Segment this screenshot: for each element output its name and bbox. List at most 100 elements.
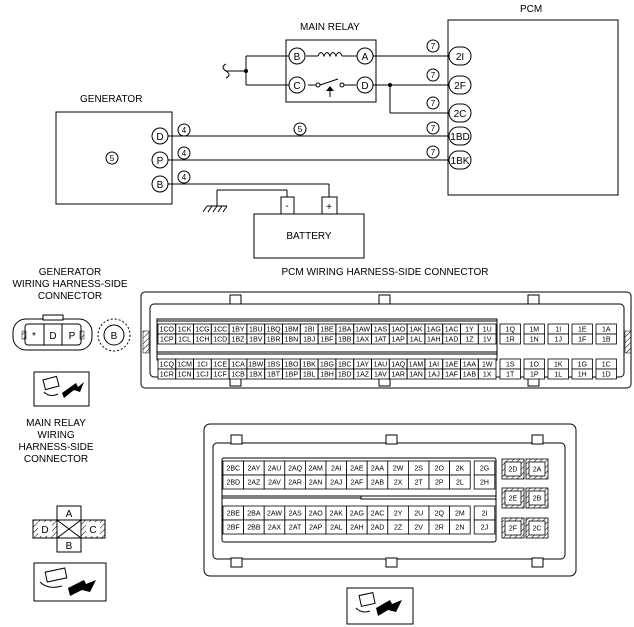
pin-1o: 1O (530, 362, 540, 369)
svg-text:7: 7 (431, 42, 436, 51)
pcm-terminal-2i: 2I (448, 46, 472, 66)
relay-conn-pin-d: D (41, 525, 48, 536)
pin-2o: 2O (435, 466, 445, 473)
generator-wires (168, 135, 449, 213)
svg-text:2F: 2F (454, 81, 466, 92)
pin-1bq: 1BQ (267, 327, 282, 334)
pin-1bw: 1BW (248, 362, 264, 369)
svg-text:4: 4 (182, 149, 187, 158)
pin-1f: 1F (578, 337, 586, 344)
pin-2i: 2I (482, 511, 488, 518)
pin-1bm: 1BM (284, 327, 299, 334)
pin-2u: 2U (414, 511, 423, 518)
pin-2b: 2B (533, 496, 542, 503)
pin-1ao: 1AO (391, 327, 406, 334)
pin-1ae: 1AE (445, 362, 459, 369)
pin-1bc: 1BC (338, 362, 352, 369)
pin-1d: 1D (602, 372, 611, 379)
pin-2f: 2F (509, 526, 517, 533)
pcm-label: PCM (520, 4, 542, 15)
pin-1bx: 1BX (249, 372, 263, 379)
svg-text:P: P (157, 156, 164, 167)
pin-1bf: 1BF (321, 337, 334, 344)
battery-neg-terminal (280, 196, 295, 215)
pin-1v: 1V (483, 337, 492, 344)
pin-1cp: 1CP (160, 337, 174, 344)
relay-terminal-a: A (356, 47, 374, 65)
pin-2n: 2N (455, 525, 464, 532)
pin-1c: 1C (602, 362, 611, 369)
pin-2d: 2D (509, 467, 518, 474)
svg-text:B: B (294, 52, 301, 63)
pin-1cc: 1CC (213, 327, 227, 334)
pin-2k: 2K (456, 466, 465, 473)
pin-1aj: 1AJ (428, 372, 440, 379)
pin-2bc: 2BC (226, 466, 240, 473)
pcm-terminal-2f: 2F (448, 75, 472, 95)
generator-circle-5: 5 (105, 151, 119, 165)
pin-2c: 2C (533, 526, 542, 533)
pcm-conn-view-icon (346, 587, 414, 625)
gen-conn-pin-asterisk: * (32, 331, 36, 342)
pin-1az: 1AZ (356, 372, 370, 379)
pin-1ai: 1AI (429, 362, 440, 369)
pin-1ba: 1BA (338, 327, 352, 334)
gen-terminal-p: P (151, 151, 169, 169)
pin-1ca: 1CA (231, 362, 245, 369)
pin-1cl: 1CL (178, 337, 191, 344)
wire-number-four: 4 (177, 170, 191, 184)
pin-1cf: 1CF (214, 372, 227, 379)
wire-number-seven: 7 (426, 121, 440, 135)
wire-number-seven: 7 (426, 96, 440, 110)
relay-conn-label-4: CONNECTOR (24, 454, 88, 465)
pin-2ac: 2AC (371, 511, 385, 518)
pin-1x: 1X (483, 372, 492, 379)
relay-terminal-d: D (356, 76, 374, 94)
pin-1bk: 1BK (303, 362, 317, 369)
gen-conn-pin-b: B (111, 331, 118, 342)
pin-1q: 1Q (506, 327, 516, 334)
pin-1co: 1CO (160, 327, 175, 334)
pin-1bj: 1BJ (303, 337, 315, 344)
pin-1bs: 1BS (267, 362, 281, 369)
pin-1cn: 1CN (178, 372, 192, 379)
pin-1aw: 1AW (355, 327, 370, 334)
pin-2az: 2AZ (247, 480, 261, 487)
pin-1by: 1BY (231, 327, 245, 334)
generator-connector: * D P B (12, 314, 131, 352)
relay-conn-label-2: WIRING (37, 430, 74, 441)
pin-2ae: 2AE (350, 466, 364, 473)
pin-1br: 1BR (267, 337, 281, 344)
gen-conn-label-3: CONNECTOR (38, 291, 102, 302)
pin-1bt: 1BT (267, 372, 281, 379)
pin-1bo: 1BO (284, 362, 299, 369)
pin-1a: 1A (602, 327, 611, 334)
relay-conn-label-1: MAIN RELAY (26, 418, 86, 429)
pin-1as: 1AS (374, 327, 388, 334)
pin-1ce: 1CE (213, 362, 227, 369)
relay-terminal-b: B (288, 47, 306, 65)
pin-1ci: 1CI (197, 362, 208, 369)
pin-2q: 2Q (435, 511, 445, 518)
pcm-conn-label: PCM WIRING HARNESS-SIDE CONNECTOR (281, 267, 488, 278)
pin-2ba: 2BA (247, 511, 261, 518)
relay-switch (308, 78, 356, 97)
pin-1cm: 1CM (177, 362, 192, 369)
pin-2ab: 2AB (371, 480, 385, 487)
pin-2ar: 2AR (288, 480, 302, 487)
pin-2at: 2AT (289, 525, 302, 532)
pin-1af: 1AF (445, 372, 458, 379)
pin-1cb: 1CB (231, 372, 245, 379)
generator-label: GENERATOR (80, 94, 142, 105)
pin-1ch: 1CH (195, 337, 209, 344)
pin-1ck: 1CK (178, 327, 192, 334)
pin-1t: 1T (506, 372, 515, 379)
wire-number-four: 4 (177, 123, 191, 137)
wire-number-five: 5 (293, 122, 307, 136)
pin-2ao: 2AO (309, 511, 324, 518)
pin-1bb: 1BB (338, 337, 352, 344)
wire-number-seven: 7 (426, 145, 440, 159)
pin-2ak: 2AK (330, 511, 344, 518)
pin-2ag: 2AG (350, 511, 364, 518)
